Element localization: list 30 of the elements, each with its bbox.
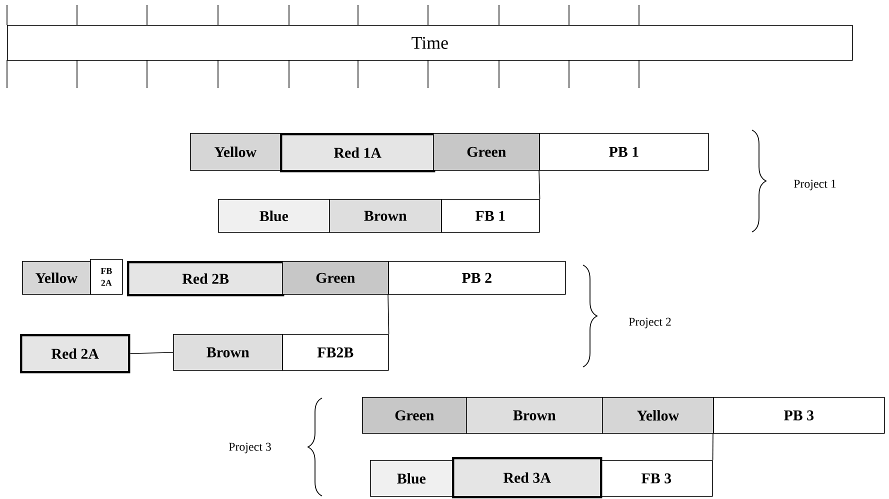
task-box: Green bbox=[362, 397, 467, 434]
connector-line bbox=[538, 170, 540, 200]
time-bar: Time bbox=[7, 25, 853, 61]
connector-line bbox=[388, 294, 390, 334]
buffer-box: FB 3 bbox=[600, 460, 713, 497]
task-box: Red 3A bbox=[452, 457, 602, 498]
project-label: Project 1 bbox=[794, 180, 836, 190]
task-box: Brown bbox=[173, 334, 283, 371]
task-box: Yellow bbox=[602, 397, 714, 434]
task-box: Brown bbox=[329, 198, 442, 233]
buffer-box: FB 1 bbox=[441, 198, 540, 233]
task-box: Green bbox=[282, 261, 389, 295]
connector-line bbox=[712, 433, 714, 460]
task-box: Yellow bbox=[190, 133, 281, 171]
buffer-box: PB 2 bbox=[388, 261, 566, 295]
task-box: Blue bbox=[370, 460, 453, 497]
buffer-box: FB2B bbox=[282, 334, 389, 371]
task-box: FB 2A bbox=[90, 259, 123, 295]
task-box: Red 2A bbox=[20, 334, 130, 374]
task-box: Blue bbox=[218, 198, 330, 233]
task-box: Green bbox=[433, 133, 540, 171]
task-box: Brown bbox=[466, 397, 603, 434]
project-label: Project 2 bbox=[628, 318, 671, 328]
buffer-box: PB 3 bbox=[713, 397, 885, 434]
project-label: Project 3 bbox=[228, 442, 271, 454]
connector-line bbox=[130, 352, 174, 354]
buffer-box: PB 1 bbox=[539, 133, 709, 171]
task-box: Yellow bbox=[22, 261, 91, 295]
task-box: Red 1A bbox=[280, 133, 436, 172]
task-box: Red 2B bbox=[127, 261, 284, 296]
